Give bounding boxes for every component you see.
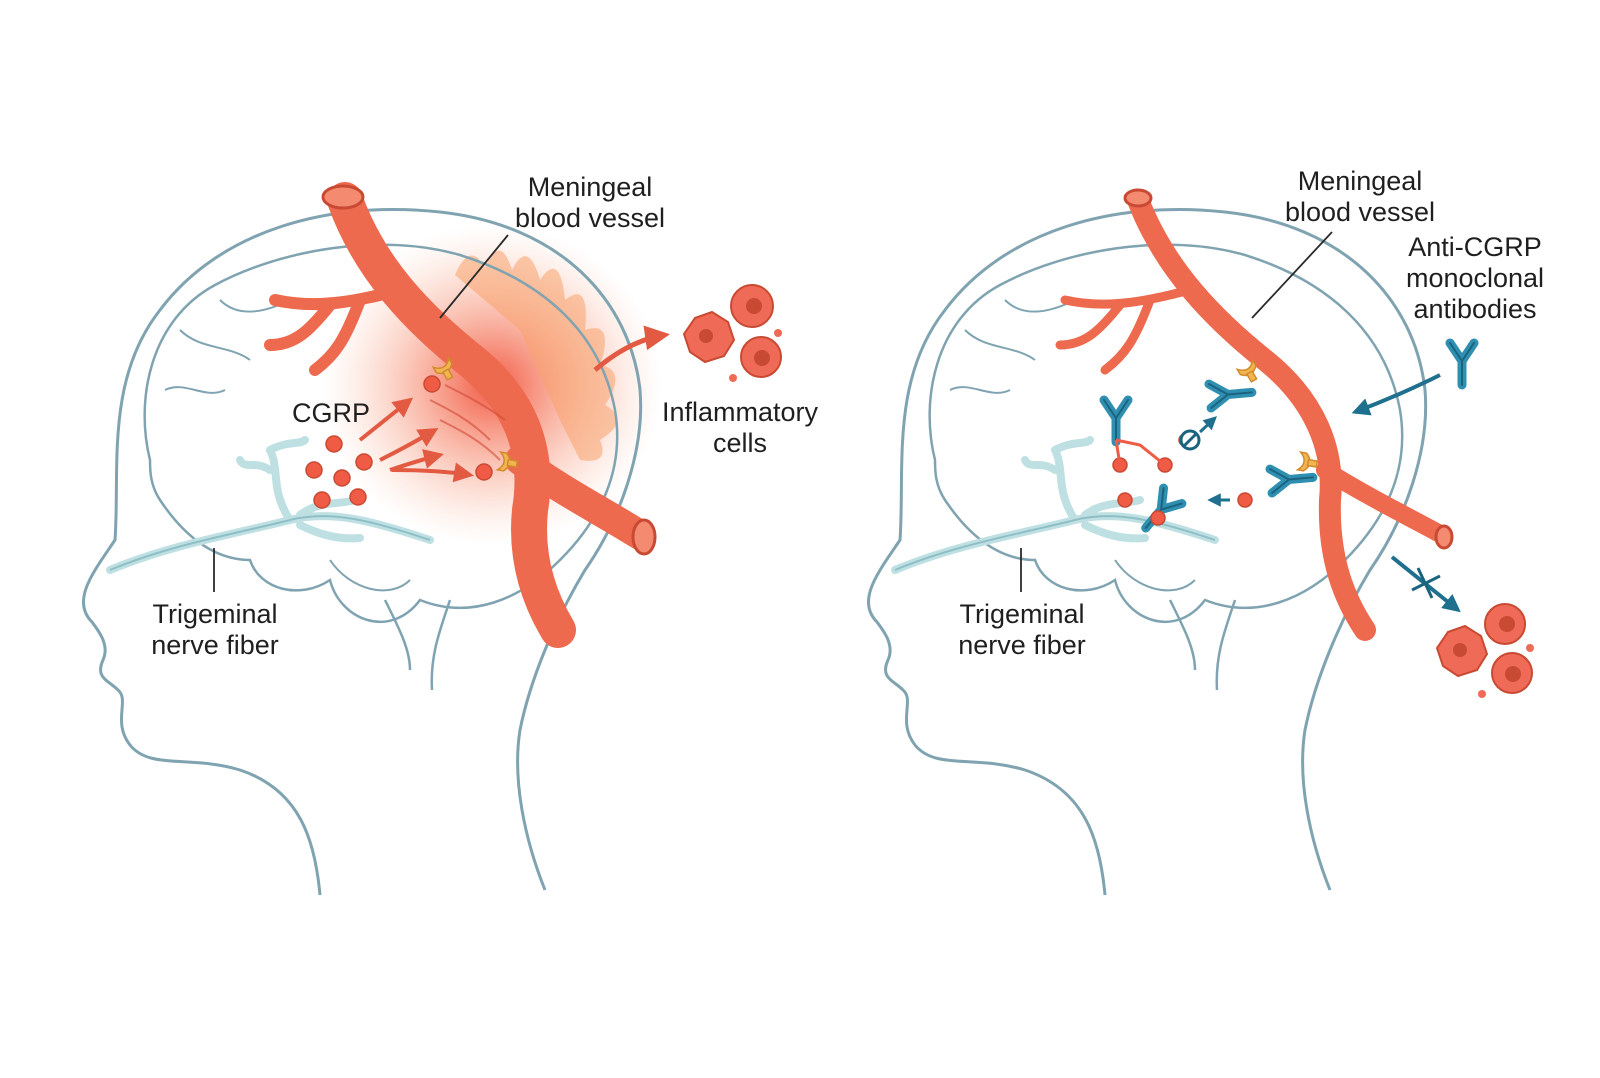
right-panel	[866, 188, 1534, 896]
brain-fold-right	[949, 299, 1196, 592]
cgrp-arrows	[358, 397, 474, 483]
vessel-opening-end-left	[631, 518, 657, 556]
vessel-opening-top-right	[1123, 188, 1153, 208]
blocked-inflammation-arrow	[1390, 555, 1461, 613]
leader-vessel-right	[1251, 231, 1333, 319]
brainstem-right	[1168, 599, 1237, 691]
inflammation-arrow	[593, 325, 670, 372]
leader-vessel-left	[439, 234, 509, 319]
label-line: nerve fiber	[151, 630, 279, 660]
label-line: Meningeal	[527, 172, 653, 202]
antibody-4	[1270, 465, 1314, 493]
vessel-opening-end-right	[1434, 524, 1454, 550]
inflammation-ripples	[429, 384, 506, 461]
label-meningeal-vessel-left: Meningeal blood vessel	[480, 172, 700, 234]
vessel-branch-right	[1055, 285, 1195, 375]
label-line: blood vessel	[514, 203, 666, 233]
brain-outline-right	[928, 243, 1404, 624]
inflammatory-cells-right	[1435, 603, 1534, 698]
receptor-right-2	[1296, 451, 1320, 474]
brainstem-left	[383, 599, 452, 691]
cgrp-molecules-left	[305, 375, 493, 509]
label-line: CGRP	[291, 398, 370, 428]
inflammatory-cells-left	[682, 284, 782, 382]
label-cgrp: CGRP	[276, 398, 386, 429]
inflammation-flames	[455, 250, 618, 461]
antibody-1	[1104, 400, 1128, 442]
label-line: Inflammatory	[661, 397, 819, 427]
vessel-opening-top-left	[321, 184, 365, 210]
head-outline-right	[866, 207, 1428, 896]
blood-vessel-right	[1127, 189, 1376, 641]
label-line: blood vessel	[1284, 197, 1436, 227]
label-trigeminal-nerve-left: Trigeminal nerve fiber	[120, 599, 310, 661]
cgrp-molecules-right	[1112, 433, 1253, 526]
brain-outline-left	[143, 243, 619, 624]
antibody-binding-links	[1114, 438, 1166, 467]
blood-vessel-left	[327, 182, 576, 648]
blocked-symbol	[1179, 416, 1217, 451]
antibody-5	[1450, 343, 1474, 385]
head-outline-left	[81, 207, 643, 896]
label-line: cells	[712, 428, 767, 458]
label-line: antibodies	[1413, 294, 1537, 324]
label-anti-cgrp-antibodies: Anti-CGRP monoclonal antibodies	[1375, 232, 1575, 325]
label-meningeal-vessel-right: Meningeal blood vessel	[1250, 166, 1470, 228]
label-line: monoclonal	[1405, 263, 1545, 293]
label-line: Trigeminal	[152, 599, 278, 629]
label-line: Trigeminal	[959, 599, 1085, 629]
label-line: nerve fiber	[958, 630, 1086, 660]
label-trigeminal-nerve-right: Trigeminal nerve fiber	[927, 599, 1117, 661]
brain-fold-left	[164, 299, 411, 592]
vessel-branch-left	[264, 284, 406, 376]
label-line: Anti-CGRP	[1408, 232, 1542, 262]
label-inflammatory-cells: Inflammatory cells	[640, 397, 840, 459]
label-line: Meningeal	[1297, 166, 1423, 196]
antibody-2	[1209, 380, 1253, 408]
antibody-delivery-arrow	[1351, 373, 1441, 416]
left-panel	[81, 182, 782, 896]
